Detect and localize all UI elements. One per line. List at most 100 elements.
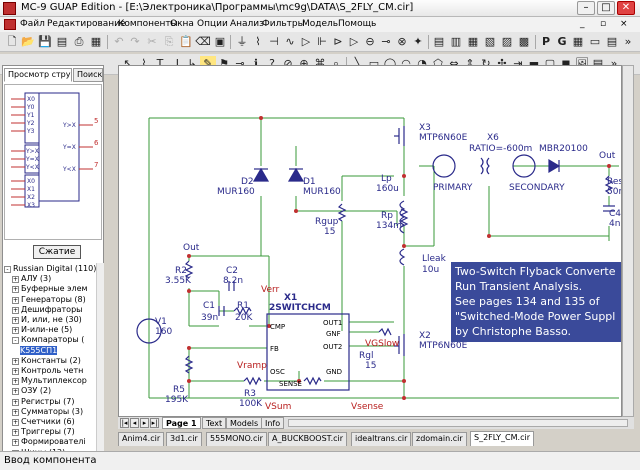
expand-icon[interactable]: + xyxy=(12,439,19,447)
schematic-drawing[interactable]: X3 MTP6N60E X6 RATIO=-600m MBR20100 Out … xyxy=(119,66,622,417)
print-icon[interactable]: ⎙ xyxy=(74,35,84,48)
last-page-icon[interactable]: ▸| xyxy=(150,418,159,428)
expand-icon[interactable]: + xyxy=(12,429,19,437)
wire-mode-icon[interactable]: ⅃ xyxy=(172,57,180,70)
rotate-icon[interactable]: ↻ xyxy=(481,57,491,70)
tree-item[interactable]: +Константы (2) xyxy=(12,355,81,366)
battery-icon[interactable]: ⊩ xyxy=(317,35,327,48)
tree-item[interactable]: +Контроль четн xyxy=(12,365,83,376)
tree-item[interactable]: +И, или, не (30) xyxy=(12,314,82,325)
properties-p-icon[interactable]: P xyxy=(541,35,551,48)
expand-icon[interactable]: + xyxy=(12,368,19,375)
tree-item[interactable]: +АЛУ (3) xyxy=(12,273,51,284)
tab-search[interactable]: Поиск xyxy=(73,68,103,82)
expand-icon[interactable]: + xyxy=(12,419,19,426)
tab-info[interactable]: Info xyxy=(261,417,285,429)
tree-item[interactable]: K555СП1 xyxy=(20,345,58,356)
document-icon[interactable] xyxy=(4,19,16,30)
help-icon[interactable]: ? xyxy=(269,57,275,70)
mirror-icon[interactable]: ✣ xyxy=(497,57,507,70)
expand-icon[interactable]: + xyxy=(12,286,19,294)
paste-icon[interactable]: 📋 xyxy=(179,35,193,48)
mdi-close[interactable]: × xyxy=(620,19,628,29)
open-file-icon[interactable]: 📂 xyxy=(21,35,35,48)
opamp-icon[interactable]: ▷ xyxy=(349,35,359,48)
expand-icon[interactable]: + xyxy=(12,408,19,416)
tab-page-1[interactable]: Page 1 xyxy=(162,417,201,429)
tree-item[interactable]: +Буферные элем xyxy=(12,283,88,294)
zoom-icon[interactable]: ⌕ xyxy=(332,57,340,70)
collapse-icon[interactable]: - xyxy=(12,337,19,345)
more-icon[interactable]: » xyxy=(624,35,632,48)
maximize-button[interactable]: □ xyxy=(597,1,615,15)
cut-icon[interactable]: ✂ xyxy=(147,35,157,48)
pin-icon[interactable]: ⊕ xyxy=(299,57,309,70)
tab-structure-view[interactable]: Просмотр стру... xyxy=(4,68,72,82)
tree-item[interactable]: +ОЗУ (2) xyxy=(12,385,51,396)
layout3-icon[interactable]: ▦ xyxy=(467,35,479,48)
no-icon[interactable]: ⊘ xyxy=(283,57,293,70)
tree-item[interactable]: +Сумматоры (3) xyxy=(12,406,83,417)
menu-windows[interactable]: Окна xyxy=(170,19,194,29)
current-source-icon[interactable]: ⊗ xyxy=(397,35,407,48)
expand-icon[interactable]: + xyxy=(12,327,19,335)
compress-button[interactable]: Сжатие xyxy=(33,245,81,259)
first-page-icon[interactable]: |◂ xyxy=(120,418,129,428)
next-page-icon[interactable]: ▸ xyxy=(140,418,149,428)
rect-icon[interactable]: ▭ xyxy=(368,57,380,70)
grid-icon[interactable]: ▦ xyxy=(572,35,584,48)
select-all-icon[interactable]: ▣ xyxy=(214,35,226,48)
file-tab[interactable]: idealtrans.cir xyxy=(351,432,412,446)
flag-icon[interactable]: ⚑ xyxy=(219,57,229,70)
title-block-icon[interactable]: ▤ xyxy=(606,35,618,48)
tree-item[interactable]: +Счетчики (6) xyxy=(12,416,75,427)
menu-analysis[interactable]: Анализ xyxy=(230,19,264,29)
menu-help[interactable]: Помощь xyxy=(338,19,377,29)
tree-item[interactable]: +Формирователі xyxy=(12,436,86,447)
fill-icon[interactable]: ◼ xyxy=(561,57,571,70)
step-icon[interactable]: ⇥ xyxy=(513,57,523,70)
tab-text[interactable]: Text xyxy=(202,417,227,429)
expand-icon[interactable]: + xyxy=(12,296,19,304)
tree-item[interactable]: +Генераторы (8) xyxy=(12,294,86,305)
bar-icon[interactable]: ▬ xyxy=(528,57,540,70)
prev-page-icon[interactable]: ◂ xyxy=(130,418,139,428)
tree-item[interactable]: -Russian Digital (110) xyxy=(4,263,96,274)
select-arrow-icon[interactable]: ↖ xyxy=(123,57,133,70)
expand-icon[interactable]: + xyxy=(12,378,19,386)
menu-model[interactable]: Модель xyxy=(302,19,339,29)
layout6-icon[interactable]: ▩ xyxy=(518,35,530,48)
tree-item[interactable]: -Компараторы ( xyxy=(12,334,84,345)
file-tab[interactable]: zdomain.cir xyxy=(412,432,467,446)
tree-scrollbar[interactable] xyxy=(96,263,104,457)
probe-icon[interactable]: ⊸ xyxy=(235,57,245,70)
minimize-button[interactable]: – xyxy=(577,1,595,15)
capacitor-icon[interactable]: ⊣ xyxy=(269,35,279,48)
tag-icon[interactable]: ⌘ xyxy=(314,57,326,70)
flip-x-icon[interactable]: ⇔ xyxy=(449,57,459,70)
collapse-icon[interactable]: - xyxy=(4,266,11,273)
info-icon[interactable]: ℹ xyxy=(253,57,259,70)
expand-icon[interactable]: + xyxy=(12,357,19,365)
mdi-minimize[interactable]: _ xyxy=(580,19,585,29)
arc-icon[interactable]: ◠ xyxy=(401,57,411,70)
save-all-icon[interactable]: ▤ xyxy=(56,35,68,48)
menu-edit[interactable]: Редактирование xyxy=(47,19,126,29)
layout2-icon[interactable]: ▥ xyxy=(450,35,462,48)
switch-icon[interactable]: ⊸ xyxy=(381,35,391,48)
horizontal-scrollbar[interactable] xyxy=(288,419,628,427)
menu-filters[interactable]: Фильтры xyxy=(262,19,305,29)
tree-item[interactable]: +Дешифраторы xyxy=(12,304,82,315)
expand-icon[interactable]: + xyxy=(12,306,19,314)
expand-icon[interactable]: + xyxy=(12,398,19,406)
undo-icon[interactable]: ↶ xyxy=(114,35,124,48)
expand-icon[interactable]: + xyxy=(12,276,19,284)
layout5-icon[interactable]: ▨ xyxy=(501,35,513,48)
tree-item[interactable]: +Регистры (7) xyxy=(12,396,74,407)
polygon-icon[interactable]: ⬠ xyxy=(433,57,443,70)
node-icon[interactable]: ✦ xyxy=(413,35,423,48)
wire-icon[interactable]: ⌇ xyxy=(141,57,147,70)
tree-item[interactable]: +Триггеры (7) xyxy=(12,426,75,437)
ground-icon[interactable]: ⏚ xyxy=(236,35,248,48)
tree-item[interactable]: +Мультиплексор xyxy=(12,375,87,386)
